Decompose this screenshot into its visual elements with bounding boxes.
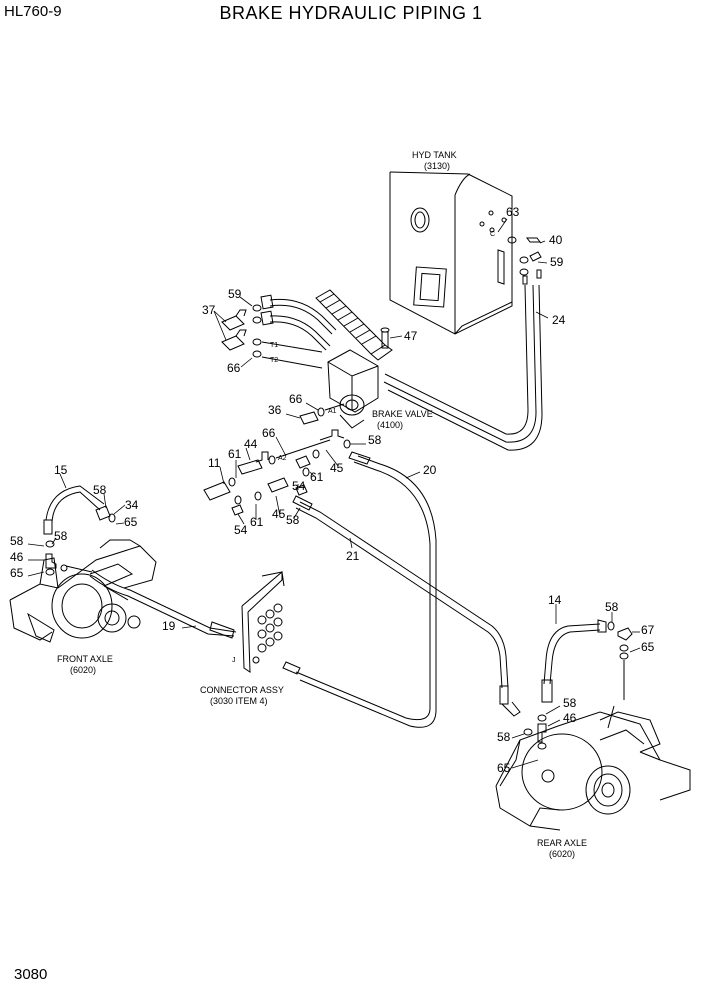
part-callout-58: 58	[605, 600, 619, 614]
part-callout-34: 34	[125, 498, 139, 512]
part-callout-11: 11	[208, 456, 221, 470]
part-callout-36: 36	[268, 403, 282, 417]
part-callout-45: 45	[330, 461, 344, 475]
front-axle-code: (6020)	[70, 665, 96, 675]
part-callout-15: 15	[54, 463, 68, 477]
part-callout-46: 46	[10, 550, 24, 564]
port-label-a2: A2	[278, 455, 287, 462]
part-callout-58: 58	[286, 513, 300, 527]
part-callout-61: 61	[310, 470, 324, 484]
brake-valve-name: BRAKE VALVE	[372, 409, 433, 419]
leader-lines	[27, 218, 641, 769]
part-callout-58: 58	[563, 696, 577, 710]
brake-valve-code: (4100)	[377, 420, 403, 430]
port-label-t1: T1	[270, 342, 278, 349]
port-label-a1: A1	[328, 408, 337, 415]
connector-assy	[241, 570, 285, 673]
part-callout-67: 67	[641, 623, 655, 637]
rear-axle-code: (6020)	[549, 849, 575, 859]
part-callout-66: 66	[262, 426, 276, 440]
rear-axle	[495, 660, 691, 831]
part-callout-44: 44	[244, 437, 258, 451]
part-callout-58: 58	[93, 483, 107, 497]
rear-axle-name: REAR AXLE	[537, 838, 587, 848]
part-callout-20: 20	[423, 463, 437, 477]
part-callout-45: 45	[272, 507, 286, 521]
page-number: 3080	[14, 966, 48, 983]
part-callout-24: 24	[552, 313, 566, 327]
part-callout-58: 58	[497, 730, 511, 744]
part-callout-58: 58	[54, 529, 68, 543]
part-callout-58: 58	[10, 534, 24, 548]
part-callout-47: 47	[404, 329, 418, 343]
part-callout-65: 65	[10, 566, 24, 580]
part-callout-59: 59	[228, 287, 242, 301]
part-callout-65: 65	[497, 761, 511, 775]
part-callout-21: 21	[346, 549, 360, 563]
page-title: BRAKE HYDRAULIC PIPING 1	[219, 3, 483, 23]
part-callout-66: 66	[227, 361, 241, 375]
hyd-tank-name: HYD TANK	[412, 150, 457, 160]
connector-assy-code: (3030 ITEM 4)	[210, 696, 268, 706]
part-callout-63: 63	[506, 205, 520, 219]
connector-assy-name: CONNECTOR ASSY	[200, 685, 284, 695]
part-callout-54: 54	[234, 523, 248, 537]
port-label-c: C	[490, 231, 495, 238]
port-label-j: J	[232, 657, 236, 664]
port-label-t2: T2	[270, 357, 278, 364]
hyd-tank	[389, 171, 513, 335]
part-callout-46: 46	[563, 711, 577, 725]
hyd-tank-code: (3130)	[424, 161, 450, 171]
part-callout-65: 65	[641, 640, 655, 654]
part-callout-40: 40	[549, 233, 563, 247]
part-callout-65: 65	[124, 515, 138, 529]
brake-pedal	[315, 289, 393, 361]
part-callout-59: 59	[550, 255, 564, 269]
part-callout-19: 19	[162, 619, 176, 633]
part-callout-37: 37	[202, 303, 216, 317]
part-callout-61: 61	[250, 515, 264, 529]
part-callout-14: 14	[548, 593, 562, 607]
part-callout-66: 66	[289, 392, 303, 406]
part-callout-58: 58	[368, 433, 382, 447]
front-axle-name: FRONT AXLE	[57, 654, 113, 664]
model-number: HL760-9	[4, 3, 62, 20]
front-axle	[9, 539, 157, 643]
part-callout-61: 61	[228, 447, 242, 461]
part-callout-54: 54	[292, 479, 306, 493]
